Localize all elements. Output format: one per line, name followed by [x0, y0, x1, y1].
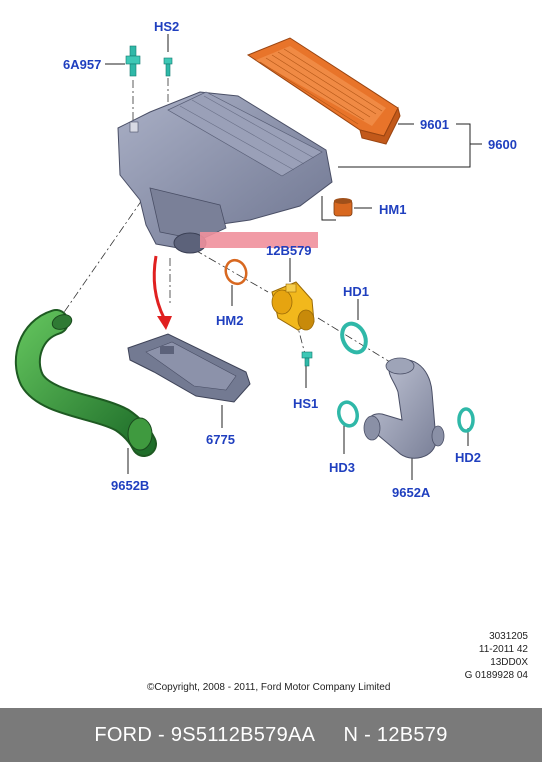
callout-9652b: 9652B: [111, 478, 150, 493]
callout-6775: 6775: [206, 432, 235, 447]
metadata-line-1: 3031205: [489, 631, 528, 642]
clamp-hd3: [337, 400, 359, 428]
callout-9600: 9600: [488, 137, 517, 152]
highlight-band: [200, 232, 318, 248]
metadata-line-4: G 0189928 04: [464, 670, 528, 681]
callout-hd3: HD3: [329, 460, 356, 475]
grommet-hm1: [333, 198, 353, 217]
metadata-line-3: 13DD0X: [490, 657, 528, 668]
part-number-footer: FORD - 9S5112B579AA N - 12B579: [0, 708, 542, 762]
bracket-6775: [127, 333, 251, 403]
hose-9652b: [15, 309, 157, 457]
air-filter-element: [246, 37, 401, 145]
duct-9652a: [363, 357, 445, 459]
exploded-parts-diagram: [15, 34, 482, 480]
metadata-line-2: 11-2011 42: [478, 644, 528, 655]
pointer-arrow: [152, 255, 172, 330]
screw-hs2: [163, 57, 173, 77]
air-cleaner-housing: [117, 91, 333, 254]
assembly-lines: [59, 78, 391, 363]
callout-6a957: 6A957: [63, 57, 102, 72]
leader-lines: [105, 34, 482, 480]
screw-hs1: [301, 351, 313, 367]
callout-hd1: HD1: [343, 284, 370, 299]
callout-hs2: HS2: [154, 19, 180, 34]
callout-hm1: HM1: [379, 202, 407, 217]
callout-12b579: 12B579: [266, 243, 312, 258]
callout-9652a: 9652A: [392, 485, 431, 500]
clamp-hd2: [457, 407, 475, 433]
o-ring-hm2: [224, 258, 248, 286]
footer-part-number: FORD - 9S5112B579AA N - 12B579: [94, 723, 448, 746]
mass-air-flow-sensor: [271, 281, 315, 331]
callout-hs1: HS1: [293, 396, 319, 411]
copyright-notice: ©Copyright, 2008 - 2011, Ford Motor Comp…: [147, 682, 391, 693]
fastener-6a957: [125, 45, 141, 77]
callout-hm2: HM2: [216, 313, 244, 328]
callout-9601: 9601: [420, 117, 449, 132]
callout-hd2: HD2: [455, 450, 482, 465]
drawing-metadata: 3031205 11-2011 42 13DD0X G 0189928 04: [465, 630, 528, 682]
clamp-hd1: [340, 321, 368, 355]
